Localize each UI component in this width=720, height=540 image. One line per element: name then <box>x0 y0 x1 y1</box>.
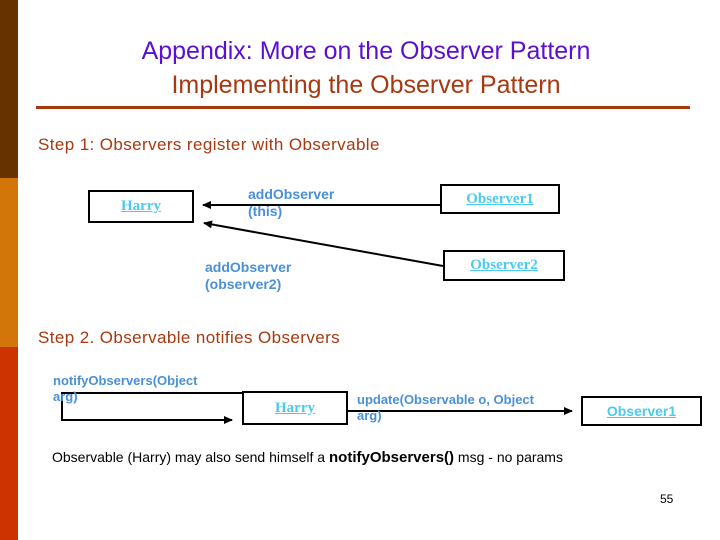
node-label-observer1: Observer1 <box>606 403 677 419</box>
call-label-line-1: update(Observable o, Object <box>357 392 534 407</box>
node-box-harry-step1[interactable]: Harry <box>88 190 194 223</box>
call-label-notify-observers: notifyObservers(Object arg) <box>53 373 238 405</box>
node-box-observer2-step1[interactable]: Observer2 <box>443 250 565 281</box>
sidebar-band-bottom <box>0 347 18 540</box>
call-label-line-1: addObserver <box>248 186 335 202</box>
sidebar-band-middle <box>0 178 18 347</box>
node-box-observer1-step2[interactable]: Observer1 <box>581 396 702 426</box>
node-label-observer2: Observer2 <box>470 257 538 273</box>
node-label-harry: Harry <box>121 198 161 214</box>
footer-note-text-before: Observable (Harry) may also send himself… <box>52 449 329 465</box>
slide-title-primary: Appendix: More on the Observer Pattern <box>141 37 591 65</box>
node-label-harry: Harry <box>275 399 315 416</box>
call-label-line-2: (this) <box>248 203 283 219</box>
connector-harry-self-loop <box>61 392 242 424</box>
title-divider-rule <box>36 106 690 109</box>
sidebar-band-top <box>0 0 18 178</box>
footer-note: Observable (Harry) may also send himself… <box>52 447 682 468</box>
node-box-harry-step2[interactable]: Harry <box>242 391 348 425</box>
page-number: 55 <box>660 492 674 506</box>
call-label-add-observer-this: addObserver (this) <box>248 186 398 220</box>
step-2-heading: Step 2. Observable notifies Observers <box>38 328 341 347</box>
node-box-observer1-step1[interactable]: Observer1 <box>440 184 560 214</box>
call-label-line-1: notifyObservers(Object <box>53 373 198 388</box>
call-label-add-observer-observer2: addObserver (observer2) <box>205 259 375 293</box>
call-label-line-2: arg) <box>53 389 78 404</box>
node-label-observer1: Observer1 <box>466 190 534 207</box>
connector-observer2-to-harry <box>203 220 444 267</box>
call-label-line-2: (observer2) <box>205 276 282 292</box>
step-1-heading: Step 1: Observers register with Observab… <box>38 135 380 154</box>
call-label-line-2: arg) <box>357 408 382 423</box>
slide-title-secondary: Implementing the Observer Pattern <box>171 71 561 99</box>
footer-note-text-after: msg - no params <box>454 449 563 465</box>
call-label-update: update(Observable o, Object arg) <box>357 392 582 424</box>
footer-note-emphasis: notifyObservers() <box>329 449 455 466</box>
call-label-line-1: addObserver <box>205 259 292 275</box>
